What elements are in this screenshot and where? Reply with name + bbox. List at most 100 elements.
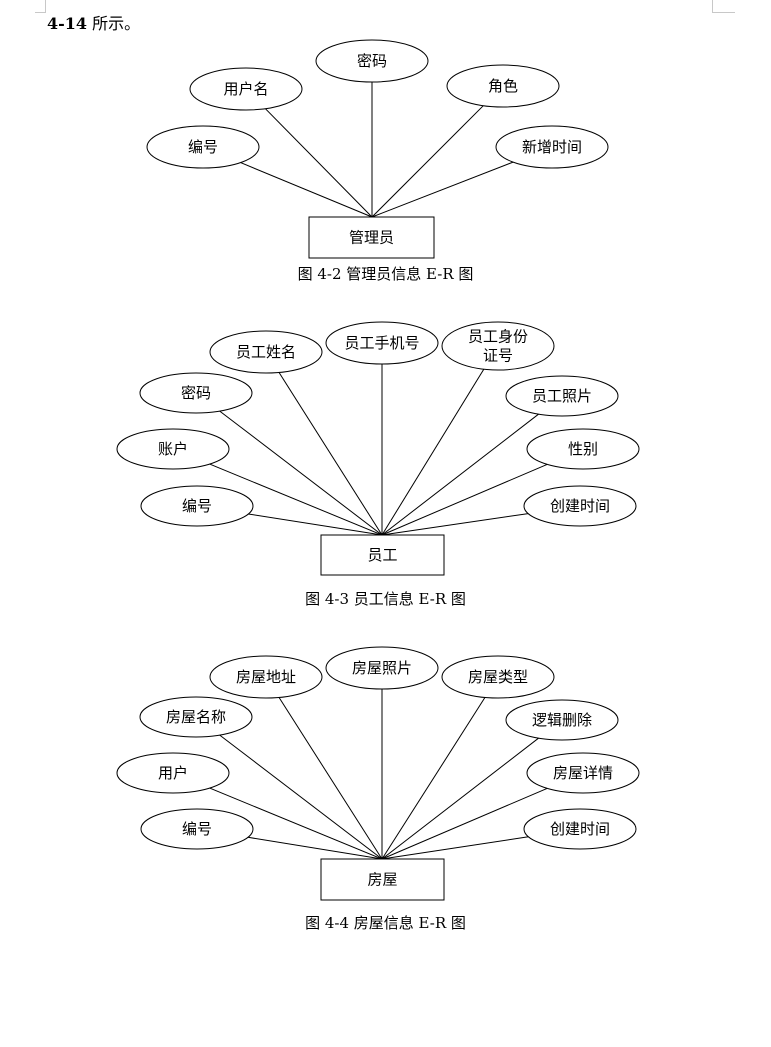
attribute-label: 房屋详情: [553, 764, 613, 782]
attribute-label: 角色: [488, 77, 518, 95]
attribute-ellipse: [315, 39, 429, 83]
entity-label: 员工: [367, 546, 397, 564]
attribute-ellipse: [325, 646, 439, 690]
attribute-nodes: 编号账户密码员工姓名员工手机号员工身份证号员工照片性别创建时间: [116, 321, 640, 527]
relationship-line: [381, 787, 548, 860]
attribute-ellipse: [116, 428, 230, 470]
attribute-admin-2: 密码: [315, 39, 429, 83]
attribute-employee-8: 创建时间: [523, 485, 637, 527]
attribute-ellipse: [526, 752, 640, 794]
attribute-label: 房屋照片: [352, 659, 412, 677]
attribute-house-2: 房屋名称: [139, 696, 253, 738]
attribute-label: 证号: [483, 347, 513, 365]
relationship-line: [381, 737, 539, 860]
attribute-employee-6: 员工照片: [505, 375, 619, 417]
relationship-line: [219, 734, 383, 860]
attribute-house-5: 房屋类型: [441, 655, 555, 699]
entity-employee: 员工: [320, 534, 445, 576]
attribute-label: 新增时间: [522, 138, 582, 156]
attribute-employee-7: 性别: [526, 428, 640, 470]
figure-caption-employee: 图 4-3 员工信息 E-R 图: [305, 590, 466, 608]
entity-label: 房屋: [367, 871, 397, 889]
attribute-label: 员工身份: [468, 328, 528, 346]
relationship-line: [240, 162, 373, 218]
intro-text: 4-14 所示。: [47, 14, 140, 34]
relationship-line: [371, 105, 484, 218]
entity-label: 管理员: [349, 229, 394, 247]
relationship-line: [381, 413, 539, 536]
attribute-ellipse: [116, 752, 230, 794]
relationship-line: [278, 697, 383, 860]
attribute-label: 员工姓名: [236, 343, 296, 361]
attribute-label: 密码: [357, 52, 387, 70]
attribute-label: 逻辑删除: [532, 711, 592, 729]
attribute-employee-0: 编号: [140, 485, 254, 527]
figure-reference: 4-14: [47, 14, 88, 33]
attribute-house-1: 用户: [116, 752, 230, 794]
attribute-employee-4: 员工手机号: [325, 321, 439, 365]
attribute-admin-3: 角色: [446, 64, 560, 108]
er-diagram-house: 编号 用户 房屋名称 房屋地址 房屋照片房屋类型逻辑删除房屋详情创建时间房屋: [116, 646, 640, 901]
attribute-label: 房屋名称: [166, 708, 226, 726]
attribute-house-4: 房屋照片: [325, 646, 439, 690]
attribute-label: 创建时间: [550, 820, 610, 838]
attribute-admin-4: 新增时间: [495, 125, 609, 169]
attribute-label: 编号: [188, 138, 218, 156]
attribute-ellipse: [140, 808, 254, 850]
attribute-ellipse: [446, 64, 560, 108]
intro-sentence: 所示。: [92, 14, 141, 33]
attribute-ellipse: [441, 655, 555, 699]
relationship-line: [219, 410, 383, 536]
relationship-line: [381, 463, 548, 536]
attribute-label: 编号: [182, 820, 212, 838]
attribute-employee-3: 员工姓名: [209, 330, 323, 374]
entity-box: [320, 858, 445, 901]
relationship-line: [371, 161, 514, 218]
connector-lines: [240, 82, 514, 218]
attribute-label: 用户名: [223, 80, 268, 98]
relationship-line: [248, 513, 383, 536]
attribute-label: 房屋类型: [468, 668, 528, 686]
attribute-house-8: 创建时间: [523, 808, 637, 850]
attribute-employee-2: 密码: [139, 372, 253, 414]
relationship-line: [209, 463, 383, 536]
figure-caption-admin: 图 4-2 管理员信息 E-R 图: [297, 265, 474, 283]
attribute-house-6: 逻辑删除: [505, 699, 619, 741]
attribute-ellipse: [325, 321, 439, 365]
relationship-line: [381, 697, 486, 860]
entity-admin: 管理员: [308, 216, 435, 259]
attribute-ellipse: [523, 485, 637, 527]
entity-box: [320, 534, 445, 576]
relationship-line: [381, 368, 485, 536]
attribute-nodes: 编号 用户 房屋名称 房屋地址 房屋照片房屋类型逻辑删除房屋详情创建时间: [116, 646, 640, 850]
attribute-label: 员工照片: [532, 387, 592, 405]
attribute-ellipse: [505, 375, 619, 417]
connector-lines: [209, 689, 548, 860]
relationship-line: [381, 513, 529, 536]
attribute-ellipse: [139, 372, 253, 414]
attribute-ellipse: [139, 696, 253, 738]
relationship-line: [278, 372, 383, 536]
attribute-ellipse: [523, 808, 637, 850]
relationship-line: [247, 836, 383, 860]
attribute-admin-0: 编号: [146, 125, 260, 169]
attribute-label: 房屋地址: [236, 668, 296, 686]
attribute-ellipse: [505, 699, 619, 741]
figure-caption-house: 图 4-4 房屋信息 E-R 图: [305, 914, 466, 932]
attribute-house-0: 编号: [140, 808, 254, 850]
relationship-line: [265, 108, 373, 218]
attribute-ellipse: [140, 485, 254, 527]
attribute-label: 创建时间: [550, 497, 610, 515]
connector-lines: [209, 364, 548, 536]
attribute-ellipse: [146, 125, 260, 169]
er-diagram-employee: 编号账户密码员工姓名员工手机号员工身份证号员工照片性别创建时间员工: [116, 321, 640, 576]
attribute-ellipse: [209, 330, 323, 374]
attribute-admin-1: 用户名: [189, 67, 303, 111]
attribute-label: 员工手机号: [344, 334, 419, 352]
attribute-label: 编号: [182, 497, 212, 515]
attribute-label: 密码: [181, 384, 211, 402]
crop-mark-right: [712, 0, 735, 13]
